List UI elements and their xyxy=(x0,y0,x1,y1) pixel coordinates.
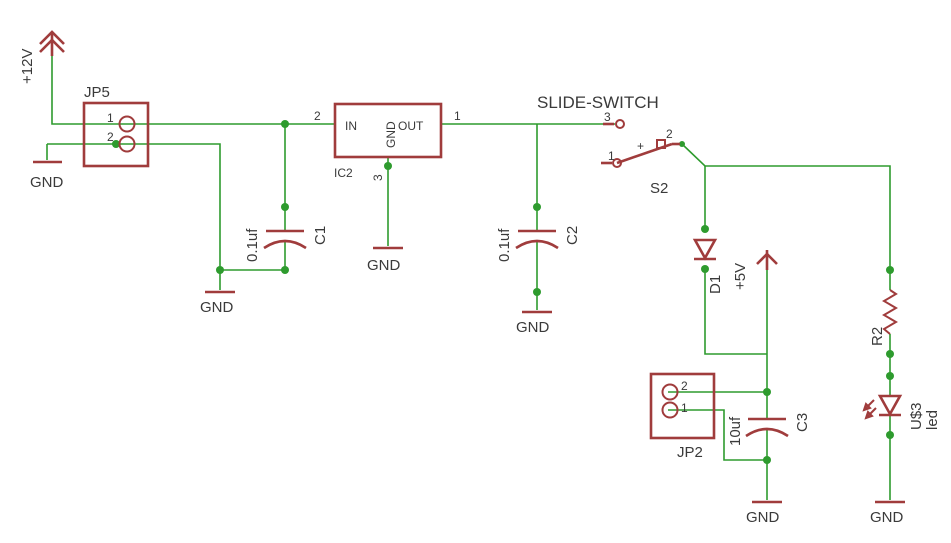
s2-label: S2 xyxy=(650,180,668,197)
junctions xyxy=(112,120,894,464)
switch-pin3-label: 3 xyxy=(604,110,611,124)
supply-12v-label: +12V xyxy=(19,49,36,84)
switch-pin1-label: 1 xyxy=(608,149,615,163)
wire-d1-cathode xyxy=(704,270,767,355)
c3-capacitor xyxy=(745,417,789,438)
led-value-label: led xyxy=(924,410,941,430)
junction-dot xyxy=(886,431,894,439)
junction-dot xyxy=(281,266,289,274)
r2-label: R2 xyxy=(869,327,886,346)
junction-dot xyxy=(701,265,709,273)
junction-dot xyxy=(763,456,771,464)
ic2-pin-in-label: 2 xyxy=(314,109,321,123)
jp5-pin2-label: 2 xyxy=(107,130,114,144)
gnd-jp5-label: GND xyxy=(30,174,64,191)
supply-5v-label: +5V xyxy=(732,263,749,290)
junction-dot xyxy=(701,225,709,233)
gnd-c3-label: GND xyxy=(746,509,780,526)
jp2-pin1-label: 1 xyxy=(681,401,688,415)
junction-dot xyxy=(763,388,771,396)
junction-dot xyxy=(533,288,541,296)
wire-switch-common xyxy=(681,143,891,270)
junction-dot xyxy=(216,266,224,274)
ic2-regulator xyxy=(333,102,443,159)
c2-name-label: C2 xyxy=(564,226,581,245)
jp5-pin1-label: 1 xyxy=(107,111,114,125)
ic2-out-label: OUT xyxy=(398,119,424,133)
c3-value-label: 10uf xyxy=(727,416,744,446)
junction-dot xyxy=(281,120,289,128)
r2-resistor xyxy=(882,289,898,335)
c1-capacitor xyxy=(263,229,307,250)
junction-dot xyxy=(679,141,685,147)
junction-dot xyxy=(112,140,120,148)
jp2-connector xyxy=(649,372,716,440)
gnd-c1-label: GND xyxy=(200,299,234,316)
ic2-pin-out-label: 1 xyxy=(454,109,461,123)
slide-switch-label: SLIDE-SWITCH xyxy=(537,93,659,112)
c1-name-label: C1 xyxy=(312,226,329,245)
ic2-gnd-label: GND xyxy=(384,121,398,148)
junction-dot xyxy=(533,203,541,211)
led-name-label: U$3 xyxy=(908,402,925,430)
c3-name-label: C3 xyxy=(794,413,811,432)
wire-12v-supply xyxy=(51,55,116,125)
c2-capacitor xyxy=(515,229,559,250)
gnd-ic2-label: GND xyxy=(367,257,401,274)
junction-dot xyxy=(886,350,894,358)
junction-dot xyxy=(886,372,894,380)
switch-plus-label: + xyxy=(637,139,644,153)
junction-dot xyxy=(281,203,289,211)
jp5-label: JP5 xyxy=(84,84,110,101)
c2-value-label: 0.1uf xyxy=(496,228,513,262)
junction-dot xyxy=(886,266,894,274)
wires xyxy=(46,55,891,500)
d1-label: D1 xyxy=(707,275,724,294)
supply-5v-symbol xyxy=(756,250,778,270)
wire-jp2-pin1 xyxy=(668,409,767,461)
supply-12v-symbol xyxy=(39,30,65,56)
wire-jp5-return xyxy=(116,143,221,270)
gnd-led-label: GND xyxy=(870,509,904,526)
led-indicator xyxy=(862,394,903,420)
jp2-pin2-label: 2 xyxy=(681,379,688,393)
s2-slide-switch xyxy=(601,119,680,168)
jp2-label: JP2 xyxy=(677,444,703,461)
jp5-connector xyxy=(82,101,150,168)
ic2-name-label: IC2 xyxy=(334,166,353,180)
switch-pin2-label: 2 xyxy=(666,127,673,141)
junction-dot xyxy=(384,162,392,170)
gnd-c2-label: GND xyxy=(516,319,550,336)
c1-value-label: 0.1uf xyxy=(244,228,261,262)
ic2-in-label: IN xyxy=(345,119,357,133)
d1-diode xyxy=(692,238,718,261)
ic2-pin-gnd-label: 3 xyxy=(371,174,385,181)
